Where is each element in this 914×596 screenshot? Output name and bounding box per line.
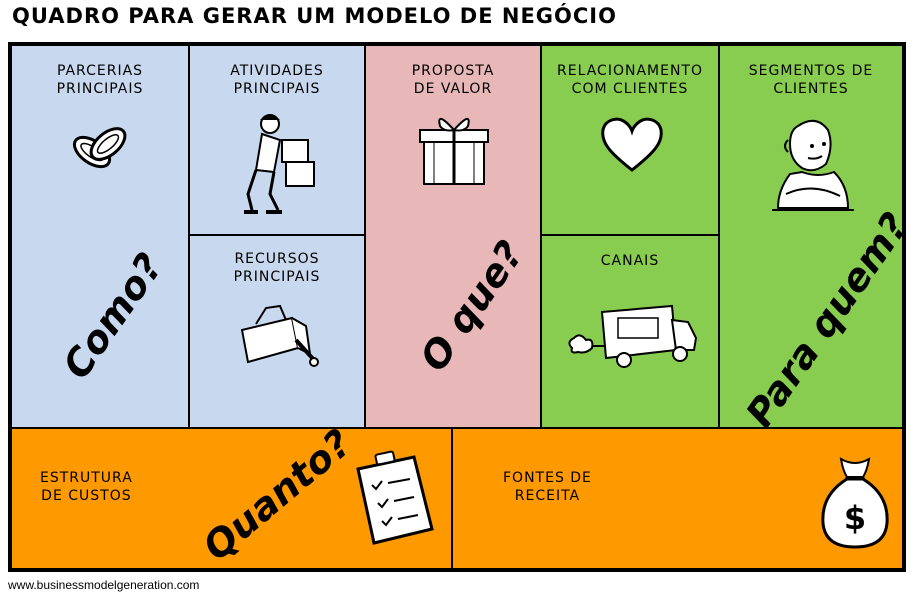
toolbox-icon bbox=[240, 304, 319, 367]
page-title: QUADRO PARA GERAR UM MODELO DE NEGÓCIO bbox=[12, 4, 617, 28]
block-label: CANAIS bbox=[600, 253, 660, 269]
block-atividades-principais: ATIVIDADES PRINCIPAIS bbox=[188, 44, 366, 237]
block-canais: CANAIS bbox=[540, 234, 720, 429]
block-label: SEGMENTOS DE CLIENTES bbox=[748, 63, 874, 97]
block-label: PARCERIAS PRINCIPAIS bbox=[56, 63, 144, 97]
svg-text:$: $ bbox=[844, 499, 866, 537]
block-proposta-de-valor: PROPOSTA DE VALOR O que? bbox=[364, 44, 542, 429]
question-o-que: O que? bbox=[411, 232, 533, 380]
footer-url[interactable]: www.businessmodelgeneration.com bbox=[8, 578, 200, 592]
block-recursos-principais: RECURSOS PRINCIPAIS bbox=[188, 234, 366, 429]
block-label: RECURSOS PRINCIPAIS bbox=[233, 251, 321, 285]
clipboard-icon bbox=[356, 450, 434, 545]
person-icon bbox=[772, 119, 854, 211]
gift-icon bbox=[419, 118, 489, 185]
block-label: FONTES DE RECEITA bbox=[503, 470, 592, 504]
block-fontes-de-receita: FONTES DE RECEITA $ bbox=[451, 427, 904, 570]
truck-icon bbox=[568, 304, 698, 368]
question-para-quem: Para quem? bbox=[737, 204, 914, 436]
block-relacionamento-com-clientes: RELACIONAMENTO COM CLIENTES bbox=[540, 44, 720, 237]
money-bag-icon: $ bbox=[821, 457, 889, 549]
heart-icon bbox=[601, 117, 663, 172]
block-label: ESTRUTURA DE CUSTOS bbox=[40, 470, 133, 504]
block-label: RELACIONAMENTO COM CLIENTES bbox=[557, 63, 703, 97]
block-parcerias-principais: PARCERIAS PRINCIPAIS Como? bbox=[10, 44, 190, 429]
question-como: Como? bbox=[54, 245, 172, 387]
block-label: PROPOSTA DE VALOR bbox=[411, 63, 495, 97]
block-estrutura-de-custos: ESTRUTURA DE CUSTOS Quanto? bbox=[10, 421, 453, 570]
worker-boxes-icon bbox=[244, 114, 315, 214]
question-quanto: Quanto? bbox=[194, 420, 360, 570]
block-label: ATIVIDADES PRINCIPAIS bbox=[230, 63, 324, 97]
block-segmentos-de-clientes: SEGMENTOS DE CLIENTES Para quem? bbox=[718, 44, 914, 435]
rings-icon bbox=[72, 127, 127, 169]
business-model-canvas: PARCERIAS PRINCIPAIS Como? ATIVIDADES PR… bbox=[8, 42, 914, 572]
